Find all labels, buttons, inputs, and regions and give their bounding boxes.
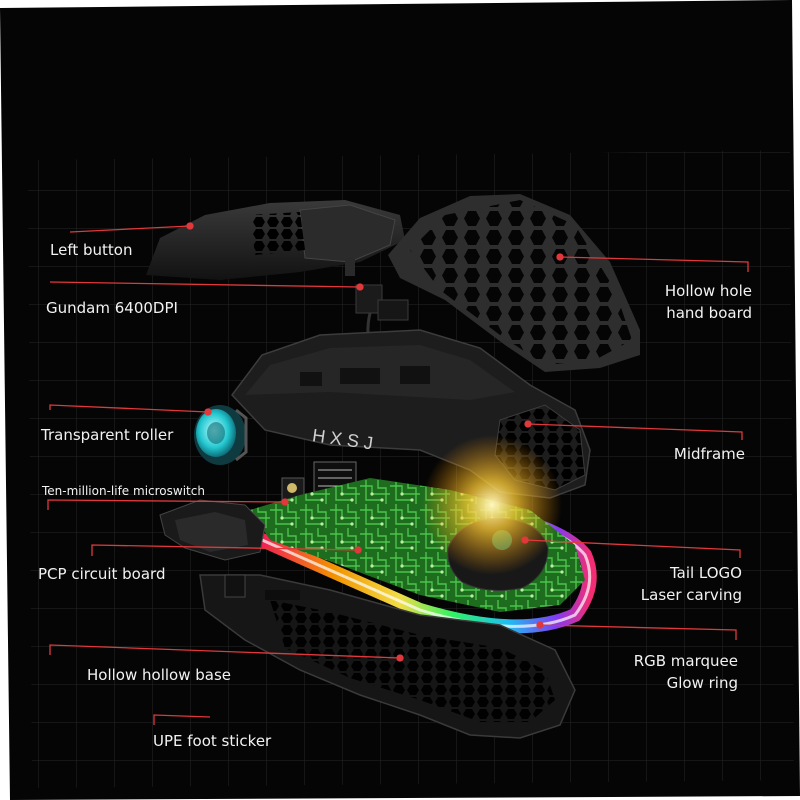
label-midframe: Midframe [673,445,745,463]
label-pcb: PCP circuit board [38,565,166,583]
label-logo-line2: Laser carving [640,586,742,604]
transparent-roller [194,405,248,465]
label-microswitch: Ten-million-life microswitch [42,484,205,498]
label-left-button: Left button [50,241,133,259]
label-roller: Transparent roller [41,426,174,444]
label-logo-line1: Tail LOGO [669,564,742,582]
label-hand-board-line1: Hollow hole [664,282,752,300]
label-foot-sticker: UPE foot sticker [153,732,272,750]
label-hand-board-line2: hand board [666,304,752,322]
label-ring-line2: Glow ring [666,674,738,692]
left-button-shell [146,200,405,280]
label-base: Hollow hollow base [87,666,231,684]
pcb-and-rgb-ring [159,435,597,634]
callout-lines [47,222,749,725]
hollow-base [199,574,576,739]
hollow-hand-board [388,194,640,372]
label-ring-line1: RGB marquee [633,652,738,670]
label-sensor: Gundam 6400DPI [46,299,178,317]
